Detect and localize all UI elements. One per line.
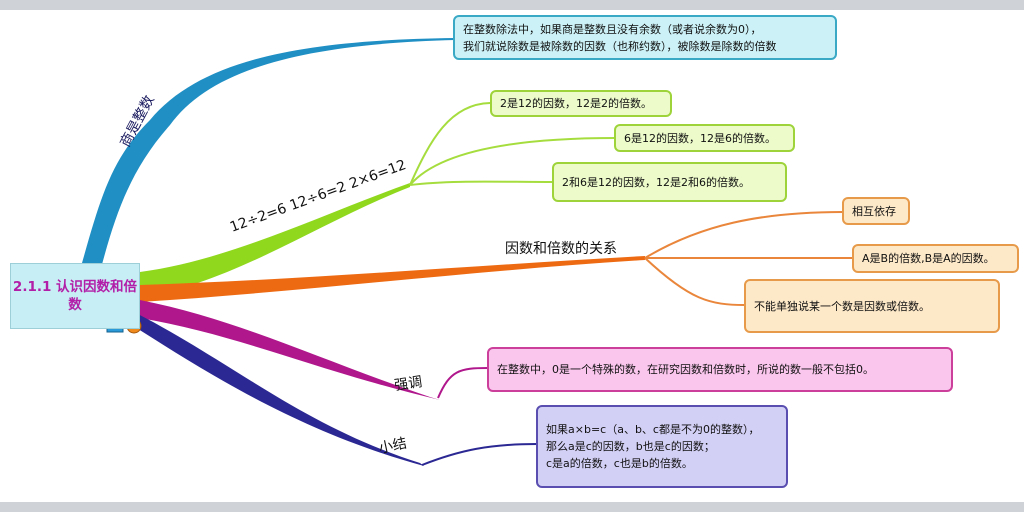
example-item-2-text: 6是12的因数，12是6的倍数。	[624, 131, 776, 145]
relation-item-1-text: 相互依存	[852, 204, 896, 218]
note-quotient[interactable]: 在整数除法中，如果商是整数且没有余数（或者说余数为0）， 我们就说除数是被除数的…	[453, 15, 837, 60]
branch-summary-tail	[421, 443, 538, 466]
note-summary[interactable]: 如果a×b=c（a、b、c都是不为0的整数）， 那么a是c的因数，b也是c的因数…	[536, 405, 788, 488]
example-item-1[interactable]: 2是12的因数，12是2的倍数。	[490, 90, 672, 117]
branch-relation-fork-1	[644, 211, 844, 259]
relation-item-3-text: 不能单独说某一个数是因数或倍数。	[754, 299, 930, 313]
branch-example-fork-3	[409, 180, 554, 186]
center-node[interactable]: 2.1.1 认识因数和倍数	[10, 263, 140, 329]
branch-relation-fork-3	[644, 257, 746, 306]
branch-example-fork-1	[409, 102, 491, 186]
note-quotient-line-2: 我们就说除数是被除数的因数（也称约数），被除数是除数的倍数	[463, 39, 777, 53]
relation-item-2[interactable]: A是B的倍数,B是A的因数。	[852, 244, 1019, 273]
label-summary: 小结	[378, 435, 409, 456]
branch-emphasis	[140, 300, 440, 400]
note-quotient-line-1: 在整数除法中，如果商是整数且没有余数（或者说余数为0），	[463, 22, 762, 36]
note-emphasis[interactable]: 在整数中，0是一个特殊的数，在研究因数和倍数时，所说的数一般不包括0。	[487, 347, 953, 392]
example-item-3-text: 2和6是12的因数，12是2和6的倍数。	[562, 175, 750, 189]
note-summary-line-2: 那么a是c的因数，b也是c的因数；	[546, 440, 715, 453]
example-item-2[interactable]: 6是12的因数，12是6的倍数。	[614, 124, 795, 152]
note-summary-line-1: 如果a×b=c（a、b、c都是不为0的整数），	[546, 423, 760, 436]
example-item-1-text: 2是12的因数，12是2的倍数。	[500, 97, 652, 110]
branch-summary	[124, 310, 424, 466]
note-emphasis-text: 在整数中，0是一个特殊的数，在研究因数和倍数时，所说的数一般不包括0。	[497, 363, 874, 376]
example-item-3[interactable]: 2和6是12的因数，12是2和6的倍数。	[552, 162, 787, 202]
branch-emphasis-tail	[437, 367, 489, 399]
label-emphasis: 强调	[393, 374, 423, 394]
relation-item-2-text: A是B的倍数,B是A的因数。	[862, 252, 995, 265]
branch-relation	[140, 256, 645, 302]
center-title: 2.1.1 认识因数和倍数	[12, 279, 138, 313]
label-relation: 因数和倍数的关系	[505, 241, 617, 257]
branch-example	[140, 183, 410, 298]
relation-item-1[interactable]: 相互依存	[842, 197, 910, 225]
note-summary-line-3: c是a的倍数，c也是b的倍数。	[546, 457, 693, 470]
bottom-strip	[0, 502, 1024, 512]
relation-item-3[interactable]: 不能单独说某一个数是因数或倍数。	[744, 279, 1000, 333]
branch-example-fork-2	[409, 137, 616, 186]
top-strip	[0, 0, 1024, 10]
branch-quotient	[80, 38, 455, 272]
